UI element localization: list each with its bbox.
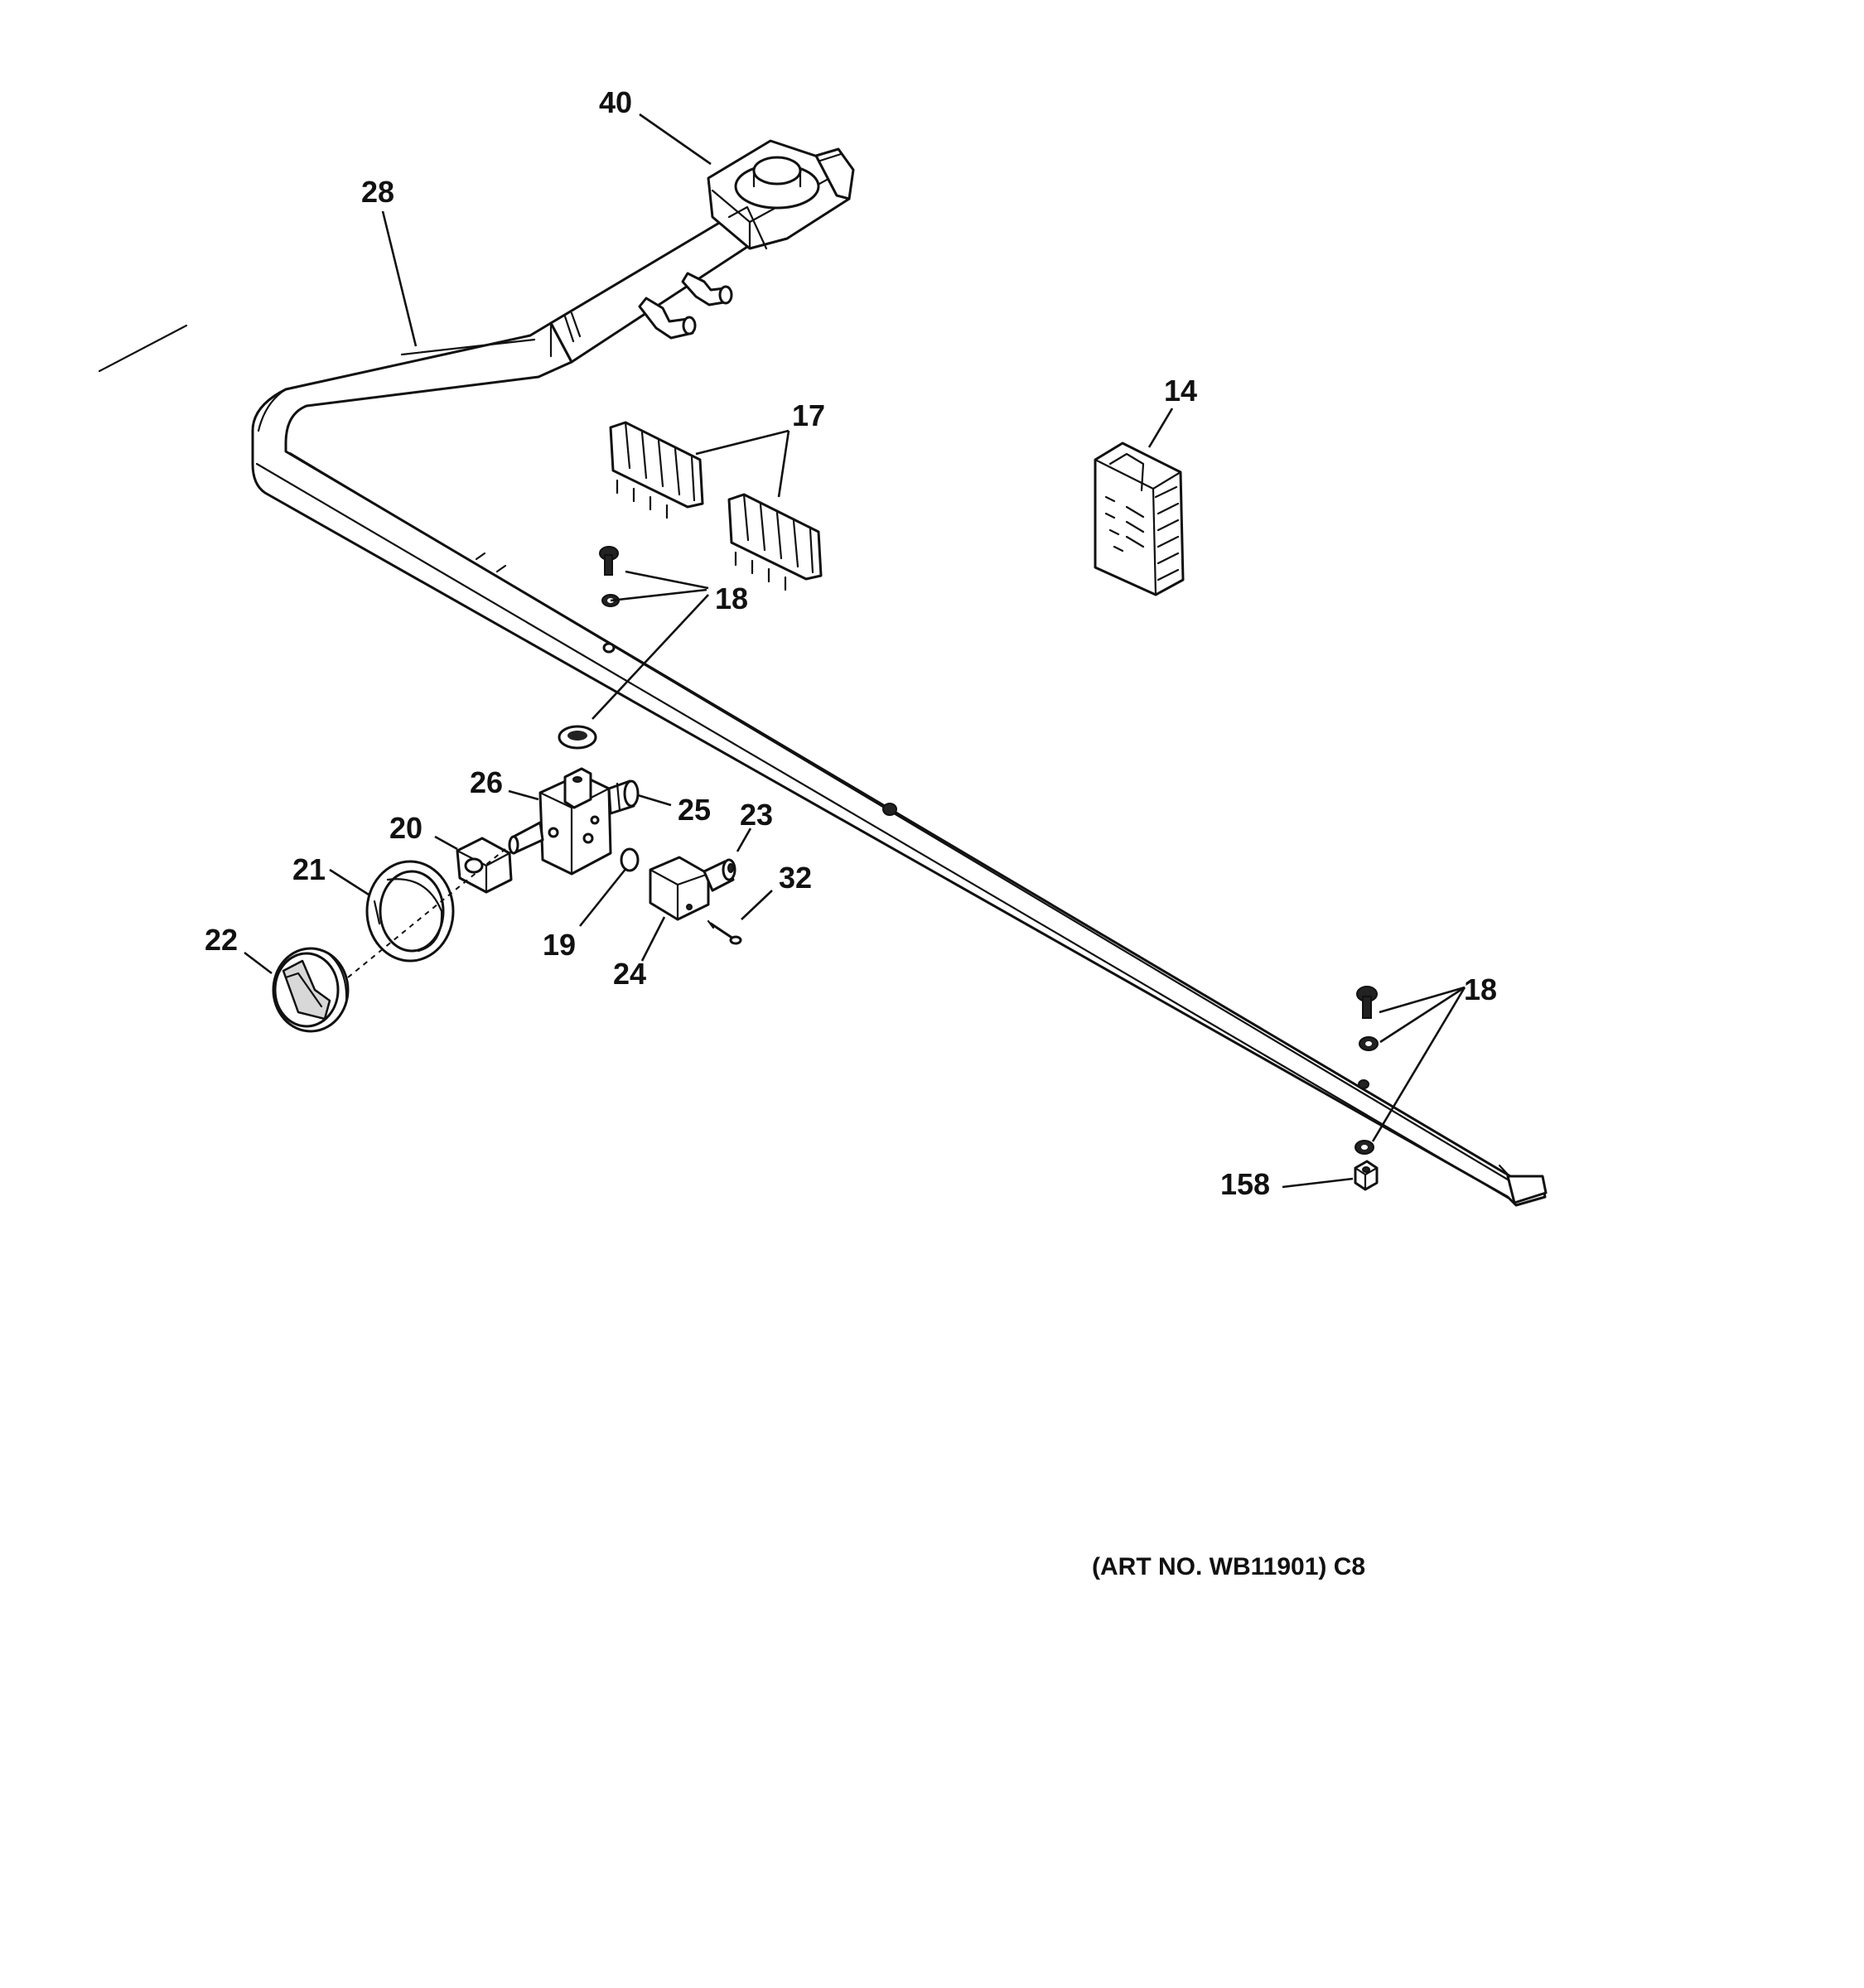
callout-14: 14 [1164, 374, 1197, 408]
screw-washer-lower [1355, 986, 1379, 1155]
spark-module [1094, 442, 1185, 596]
o-ring [620, 847, 640, 872]
terminal-block-lower [727, 493, 823, 591]
callout-28: 28 [361, 175, 394, 209]
art-number: (ART NO. WB11901) C8 [1092, 1553, 1365, 1580]
bezel-clip [456, 837, 513, 894]
callout-19: 19 [543, 928, 576, 962]
callout-26: 26 [470, 765, 503, 799]
leader-lines [244, 113, 1466, 1189]
callout-22: 22 [205, 923, 238, 957]
callout-158: 158 [1220, 1167, 1270, 1201]
callout-40: 40 [599, 85, 632, 119]
nut-158 [1354, 1160, 1379, 1191]
bezel-ring [365, 860, 455, 963]
switch-screw [707, 919, 742, 945]
alignment-axis [347, 848, 506, 978]
gas-valve [508, 767, 640, 876]
ring-gasket [558, 725, 597, 750]
terminal-blocks [609, 421, 823, 591]
manifold-pipe [251, 321, 1548, 1207]
control-knob [272, 947, 350, 1033]
callout-25: 25 [678, 793, 711, 827]
ignitor-switch [649, 856, 710, 921]
callout-24: 24 [613, 957, 646, 991]
supply-pipe [549, 215, 749, 364]
callout-labels: 40 28 17 14 18 26 25 23 20 21 32 22 19 2… [205, 85, 1497, 1201]
callout-21: 21 [292, 852, 326, 886]
callout-32: 32 [779, 861, 812, 895]
screw-washer-upper [599, 546, 620, 607]
callout-18-upper: 18 [715, 581, 748, 615]
terminal-block-upper [609, 421, 704, 519]
scan-artifact-line [98, 324, 188, 373]
pressure-regulator [707, 139, 855, 250]
callout-18-lower: 18 [1464, 972, 1497, 1006]
callout-20: 20 [389, 811, 423, 845]
callout-23: 23 [740, 798, 773, 832]
callout-17: 17 [792, 398, 825, 432]
switch-shaft [703, 858, 736, 892]
